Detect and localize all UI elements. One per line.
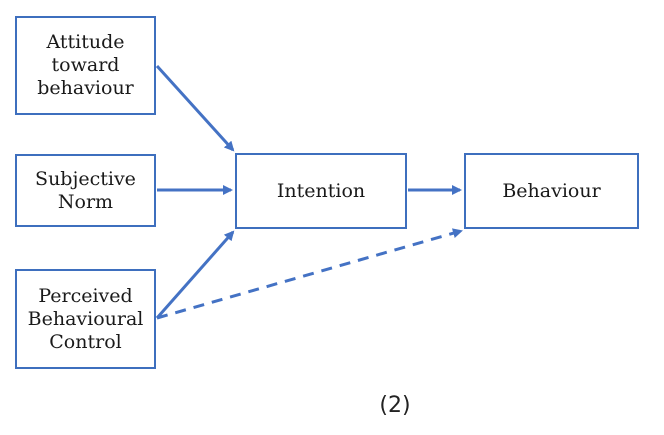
node-perceived-behavioural-control: Perceived Behavioural Control: [15, 269, 156, 369]
node-intention-label: Intention: [276, 179, 366, 202]
node-attitude-toward-behaviour: Attitude toward behaviour: [15, 16, 156, 115]
edge-perceived-to-intention: [155, 230, 235, 319]
edge-perceived-to-behaviour-dashed: [156, 228, 463, 320]
figure-caption: (2): [379, 393, 411, 418]
node-behaviour-label: Behaviour: [502, 179, 601, 202]
node-behaviour: Behaviour: [464, 153, 639, 229]
node-subjective-norm: Subjective Norm: [15, 154, 156, 227]
node-subjective-norm-label: Subjective Norm: [35, 167, 136, 213]
node-perceived-control-label: Perceived Behavioural Control: [27, 284, 144, 353]
edge-attitude-to-intention: [155, 64, 235, 152]
node-intention: Intention: [235, 153, 407, 229]
node-attitude-label: Attitude toward behaviour: [37, 31, 134, 99]
